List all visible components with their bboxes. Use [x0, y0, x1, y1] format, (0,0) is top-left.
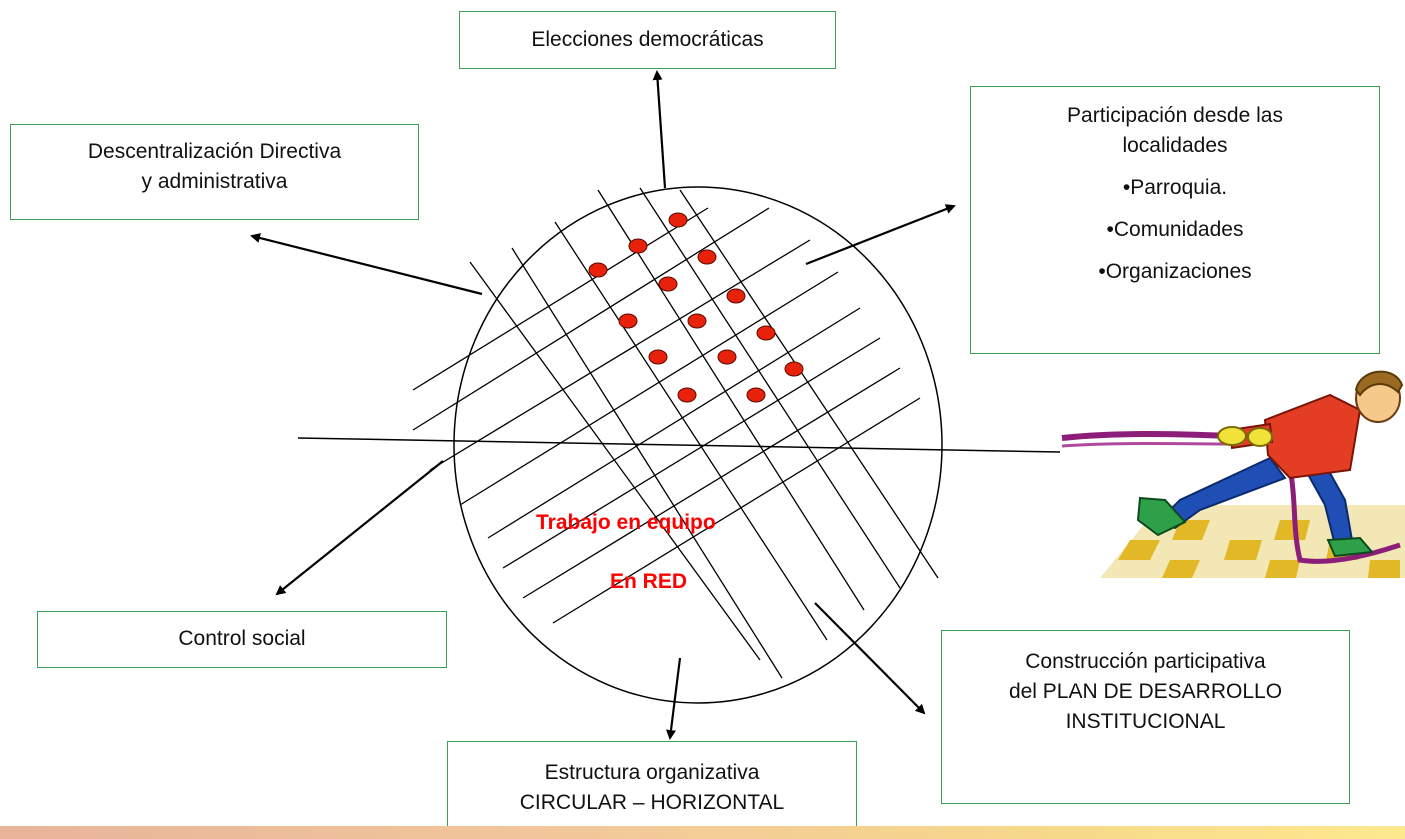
arrow-to-elecciones [652, 70, 667, 189]
center-label-red: En RED [610, 570, 688, 593]
box-elecciones-democraticas: Elecciones democráticas [459, 11, 836, 69]
arrow-to-descentralizacion [250, 233, 483, 296]
network-node [618, 313, 638, 329]
box-text-line: INSTITUCIONAL [1065, 710, 1226, 733]
network-node [648, 349, 668, 365]
network-node [726, 288, 746, 304]
box-text-line: Participación desde las [1067, 104, 1283, 127]
bullet-item: •Comunidades [1106, 218, 1244, 241]
central-ellipse [453, 186, 943, 704]
box-text-line: Descentralización Directiva [87, 140, 342, 163]
network-node [677, 387, 697, 403]
box-text-line: del PLAN DE DESARROLLO [1008, 680, 1283, 703]
box-text-line: localidades [1122, 134, 1228, 157]
horizontal-line [297, 437, 1061, 453]
box-text-line: Estructura organizativa [544, 761, 760, 784]
network-node [717, 349, 737, 365]
network-node [628, 238, 648, 254]
box-text-line: y administrativa [141, 170, 288, 193]
network-node [784, 361, 804, 377]
center-label-trabajo: Trabajo en equipo [536, 511, 716, 534]
box-construccion-participativa: Construcción participativa del PLAN DE D… [941, 630, 1350, 804]
arrow-to-construccion [814, 602, 926, 715]
network-node [697, 249, 717, 265]
box-control-social: Control social [37, 611, 447, 668]
bullet-item: •Organizaciones [1098, 260, 1252, 283]
network-node [687, 313, 707, 329]
net-lines-rising [412, 207, 921, 624]
network-node [756, 325, 776, 341]
net-lines-falling [469, 187, 939, 679]
footer-decorative-band [0, 826, 1405, 839]
bullet-item: •Parroquia. [1122, 176, 1228, 199]
box-text-line: Elecciones democráticas [531, 28, 764, 51]
network-node [658, 276, 678, 292]
network-node [668, 212, 688, 228]
box-participacion: Participación desde las localidades •Par… [970, 86, 1380, 354]
arrow-to-estructura [666, 657, 682, 740]
arrow-to-control [275, 460, 444, 596]
network-node [746, 387, 766, 403]
box-text-line: CIRCULAR – HORIZONTAL [519, 791, 785, 814]
person-pulling-rope-illustration [1061, 370, 1405, 578]
box-text-line: Control social [178, 627, 306, 650]
network-node [588, 262, 608, 278]
box-descentralizacion: Descentralización Directiva y administra… [10, 124, 419, 220]
box-text-line: Construcción participativa [1025, 650, 1266, 673]
arrow-to-participacion [805, 204, 956, 266]
network-nodes [588, 212, 804, 403]
box-estructura-organizativa: Estructura organizativa CIRCULAR – HORIZ… [447, 741, 857, 839]
